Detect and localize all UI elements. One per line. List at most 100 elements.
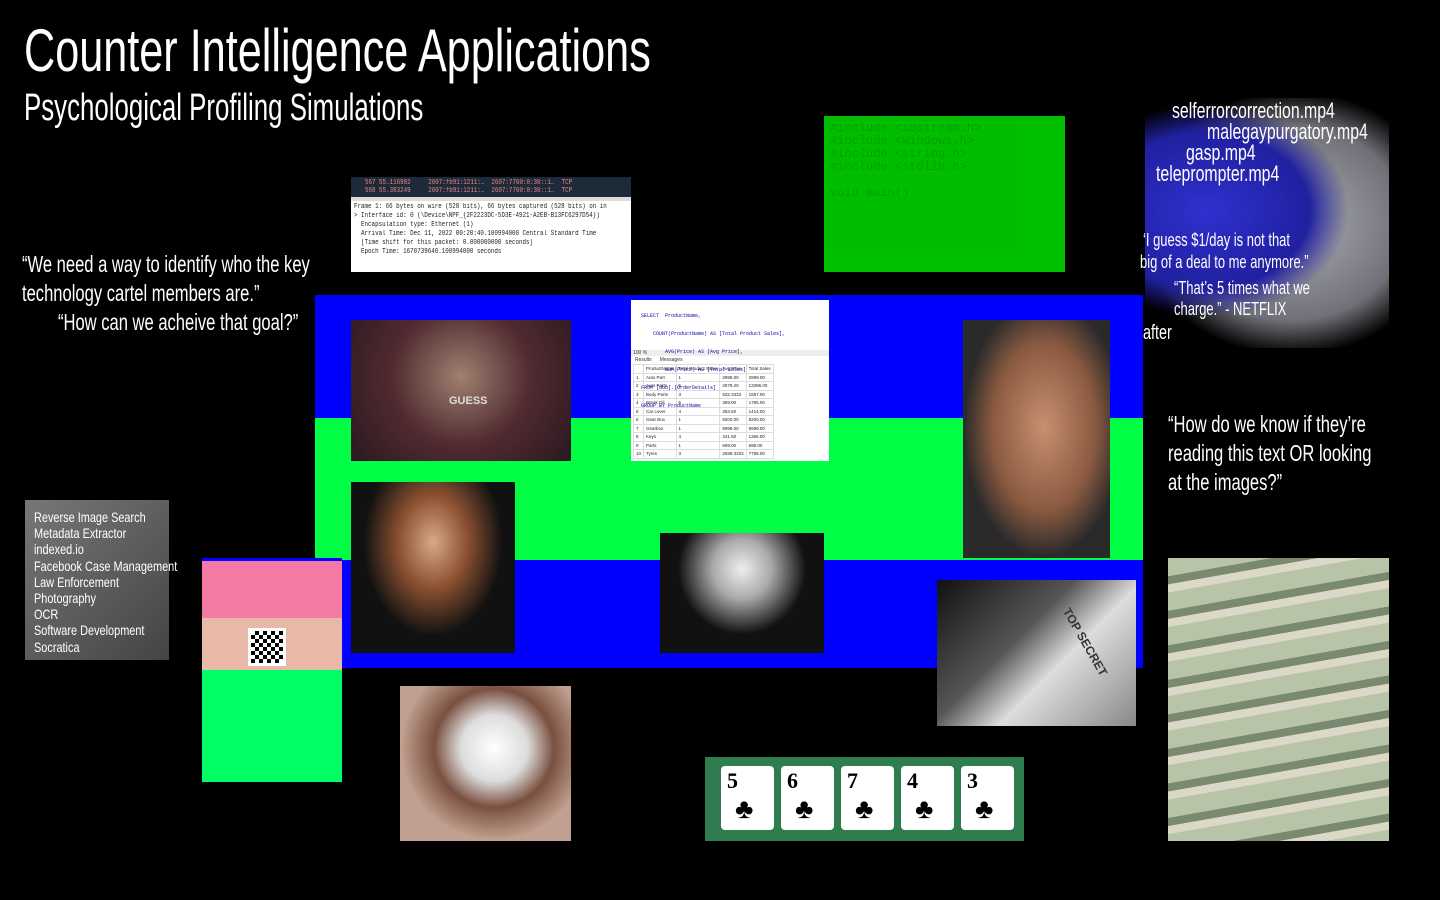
video-file[interactable]: malegaypurgatory.mp4 [1207,119,1368,144]
code-line: #include <iostream.h> [830,121,982,135]
table-cell: 1 [675,423,721,433]
table-cell: 8999.00 [745,423,774,433]
table-cell: Gearbox [643,423,677,433]
playing-card: 5♣ [721,766,774,830]
head-image [1145,98,1389,348]
sql-query-screenshot: SELECT ProductName, COUNT(ProductName) A… [631,300,829,461]
club-suit-icon: ♣ [855,794,874,825]
tool-item: Reverse Image Search [34,509,146,525]
table-cell: Gear Box [643,415,677,425]
club-suit-icon: ♣ [975,794,994,825]
tool-item: OCR [34,606,59,623]
table-cell: 1 [675,440,721,450]
tab-messages[interactable]: Messages [659,357,683,363]
packet-detail: [Time shift for this packet: 0.000000000… [354,239,534,247]
table-cell: 532.3333 [719,389,747,399]
quote-left-3: “How can we acheive that goal?” [58,309,299,335]
after-fragment: after [1143,322,1172,344]
video-file[interactable]: gasp.mp4 [1186,140,1256,165]
shirtless-man-photo [963,320,1110,558]
qr-code-icon [248,628,286,666]
tool-item: Software Development [34,622,145,639]
code-line: void main() [830,186,910,200]
table-cell: 4 [675,432,721,442]
packet-detail: Encapsulation type: Ethernet (1) [354,221,474,229]
card-rank: 5 [727,768,738,793]
playing-card: 3♣ [961,766,1014,830]
club-suit-icon: ♣ [915,794,934,825]
tool-item: Facebook Case Management [34,557,178,574]
sql-line: AVG(Price) AS [Avg Price], [641,349,744,355]
table-cell: 1795.00 [745,398,774,408]
club-suit-icon: ♣ [795,794,814,825]
white-powder-photo [660,533,824,653]
green-code-image: #include <iostream.h> #include <windows.… [824,116,1065,272]
tool-item: Photography [34,590,96,607]
packet-detail: Epoch Time: 1670739640.100994000 seconds [354,248,502,256]
packet-row: 568 55.383249 2607:fb91:1211:… 2607:7700… [365,187,573,195]
table-cell: 1 [675,372,721,382]
table-cell: 599.00 [719,440,747,450]
shirt-text: GUESS [449,395,488,407]
table-cell: 8 [632,432,645,442]
head-quote-4: charge.” - NETFLIX [1174,299,1287,319]
table-cell: 7798.00 [745,449,774,459]
tab-results[interactable]: Results [635,357,652,363]
video-file[interactable]: teleprompter.mp4 [1156,161,1280,186]
pink-shirt-panel [202,558,342,782]
quote-right-3: at the images?” [1168,469,1283,495]
card-rank: 4 [907,768,918,793]
head-quote-3: “That’s 5 times what we [1174,278,1310,298]
armed-men-photo: GUESS [351,320,571,461]
card-rank: 7 [847,768,858,793]
playing-card: 7♣ [841,766,894,830]
quote-left-2: technology cartel members are.” [22,280,260,306]
cash-stacks-photo [1168,558,1389,841]
table-cell: 1414.00 [745,406,774,416]
table-cell: 13396.00 [745,381,774,391]
tool-item: indexed.io [34,541,84,558]
tool-item: Socratica [34,638,80,655]
vr-headset-photo [400,686,571,841]
zoom-level: 100 % [631,350,829,356]
sql-line: SELECT ProductName, [641,313,702,319]
table-cell: 2679.20 [719,381,747,391]
packet-row: 567 55.116902 2607:fb91:1211:… 2607:7700… [365,179,573,187]
page-title: Counter Intelligence Applications [24,17,651,84]
table-cell: 3 [675,389,721,399]
table-cell: Tyres [643,449,677,459]
playing-card: 6♣ [781,766,834,830]
tool-item: Metadata Extractor [34,525,127,542]
packet-detail: > Interface id: 0 (\Device\NPF_{2F2223DC… [354,212,600,220]
table-cell: 1366.00 [745,432,774,442]
table-cell: 353.50 [719,406,747,416]
video-file[interactable]: selferrorcorrection.mp4 [1172,98,1335,123]
table-cell: 341.50 [719,432,747,442]
card-rank: 3 [967,768,978,793]
packet-capture-screenshot: 567 55.116902 2607:fb91:1211:… 2607:7700… [351,177,631,272]
code-line: #include <string.h> [830,147,967,161]
table-cell: Parts [643,440,677,450]
sql-line: COUNT(ProductName) AS [Total Product Sal… [641,331,786,337]
table-cell: Keys [643,432,677,442]
top-secret-photo: TOP SECRET [937,580,1136,726]
head-quote-1: ‘I guess $1/day is not that [1143,230,1290,250]
table-cell: 599.00 [745,440,774,450]
quote-right-2: reading this text OR looking [1168,440,1372,466]
packet-detail: Frame 1: 66 bytes on wire (528 bits), 66… [354,203,607,211]
table-cell: 9200.00 [745,415,774,425]
table-cell: 9 [632,440,645,450]
code-line: #include <windows.h> [830,134,975,148]
table-cell: 1 [675,415,721,425]
table-cell: 359.00 [719,398,747,408]
